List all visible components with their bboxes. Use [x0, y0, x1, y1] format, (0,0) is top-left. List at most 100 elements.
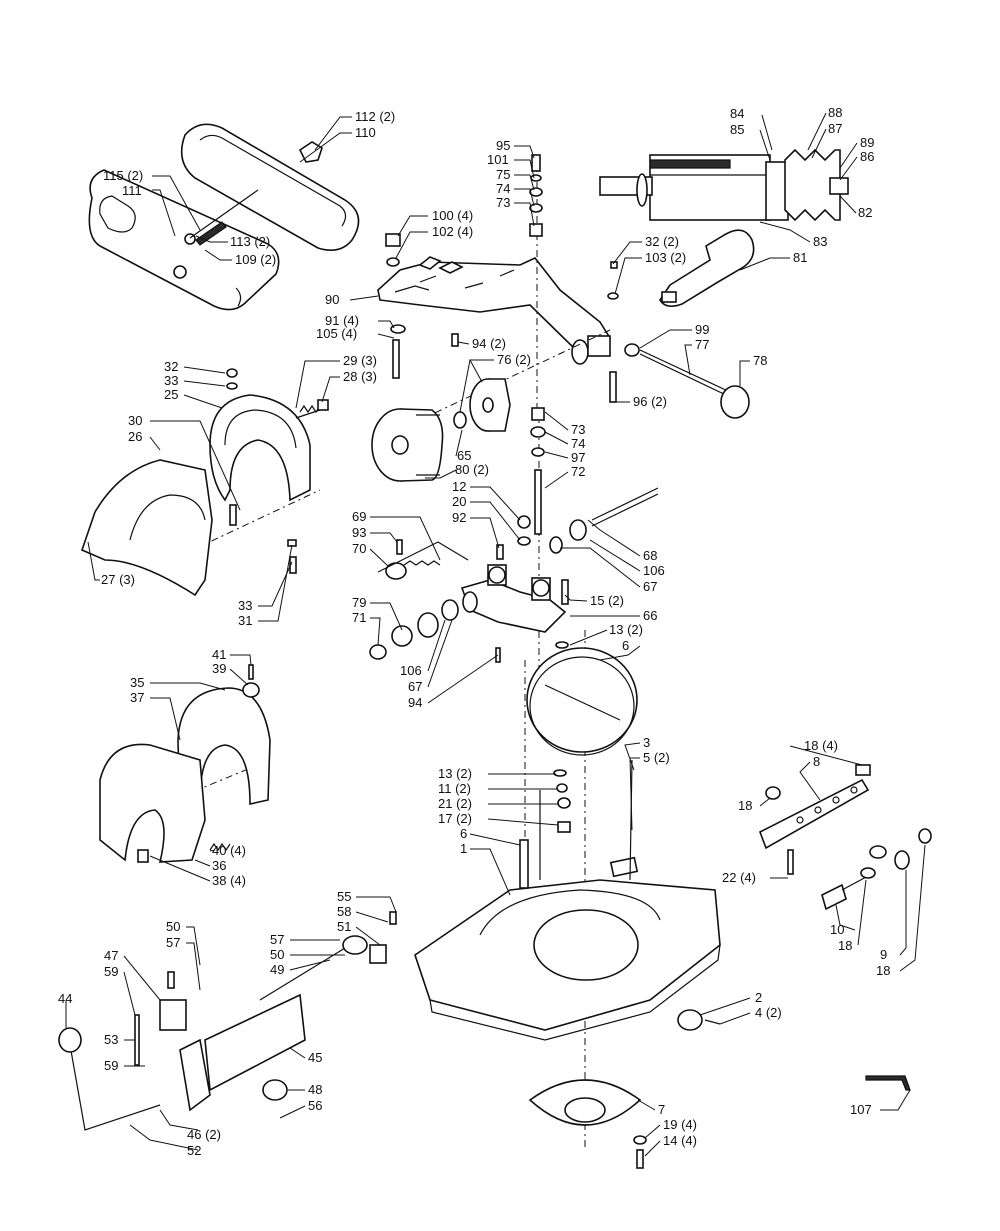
- label-109: 109 (2): [235, 252, 276, 267]
- tension-spring: [377, 539, 469, 580]
- label-105: 105 (4): [316, 326, 357, 341]
- leader-lines: [65, 112, 926, 1157]
- label-74-top: 74: [496, 181, 510, 196]
- label-28: 28 (3): [343, 369, 377, 384]
- label-57-right: 57: [270, 932, 284, 947]
- label-32-arm: 32 (2): [645, 234, 679, 249]
- label-20: 20: [452, 494, 466, 509]
- label-73-top: 73: [496, 195, 510, 210]
- label-71: 71: [352, 610, 366, 625]
- label-10: 10: [830, 922, 844, 937]
- label-115: 115 (2): [103, 168, 143, 183]
- hardware-stack-mid: [553, 769, 571, 833]
- base-column: [414, 759, 721, 1041]
- label-25: 25: [164, 387, 178, 402]
- label-67-right: 67: [643, 579, 657, 594]
- label-7: 7: [658, 1102, 665, 1117]
- label-97: 97: [571, 450, 585, 465]
- pulleys: [371, 378, 511, 482]
- label-59-bottom: 59: [104, 1058, 118, 1073]
- label-4: 4 (2): [755, 1005, 782, 1020]
- hardware-stack-top: [385, 154, 619, 403]
- label-79: 79: [352, 595, 366, 610]
- label-18-bolt: 18: [838, 938, 852, 953]
- label-111: 111: [122, 183, 142, 198]
- label-48: 48: [308, 1082, 322, 1097]
- label-90: 90: [325, 292, 339, 307]
- label-39: 39: [212, 661, 226, 676]
- label-55: 55: [337, 889, 351, 904]
- label-6-table: 6: [622, 638, 629, 653]
- label-52: 52: [187, 1143, 201, 1158]
- label-19: 19 (4): [663, 1117, 697, 1132]
- label-22: 22 (4): [722, 870, 756, 885]
- label-56: 56: [308, 1098, 322, 1113]
- label-95: 95: [496, 138, 510, 153]
- label-103: 103 (2): [645, 250, 686, 265]
- vertical-shaft: [530, 407, 546, 535]
- label-93: 93: [352, 525, 366, 540]
- label-57-left: 57: [166, 935, 180, 950]
- label-30: 30: [128, 413, 142, 428]
- label-2: 2: [755, 990, 762, 1005]
- label-76: 76 (2): [497, 352, 531, 367]
- label-102: 102 (4): [432, 224, 473, 239]
- label-13-lower: 13 (2): [438, 766, 472, 781]
- lower-wheel-guard: [99, 664, 271, 863]
- label-14: 14 (4): [663, 1133, 697, 1148]
- label-9: 9: [880, 947, 887, 962]
- label-99: 99: [695, 322, 709, 337]
- label-18-pin: 18: [876, 963, 890, 978]
- label-41: 41: [212, 647, 226, 662]
- label-5: 5 (2): [643, 750, 670, 765]
- label-46: 46 (2): [187, 1127, 221, 1142]
- miter-gauge: [58, 911, 397, 1131]
- label-53: 53: [104, 1032, 118, 1047]
- upper-wheel-guard: [81, 368, 329, 597]
- label-80: 80 (2): [455, 462, 489, 477]
- label-106-left: 106: [400, 663, 422, 678]
- label-106-right: 106: [643, 563, 665, 578]
- fence-bar: [759, 764, 932, 911]
- label-85: 85: [730, 122, 744, 137]
- label-66: 66: [643, 608, 657, 623]
- label-17: 17 (2): [438, 811, 472, 826]
- label-107: 107: [850, 1102, 872, 1117]
- label-77: 77: [695, 337, 709, 352]
- label-89: 89: [860, 135, 874, 150]
- label-18-left: 18: [738, 798, 752, 813]
- label-1: 1: [460, 841, 467, 856]
- label-73-mid: 73: [571, 422, 585, 437]
- label-70: 70: [352, 541, 366, 556]
- label-72: 72: [571, 464, 585, 479]
- label-32-guard: 32: [164, 359, 178, 374]
- worktable: [526, 647, 638, 756]
- lower-bearings: [369, 591, 478, 660]
- label-26: 26: [128, 429, 142, 444]
- label-82: 82: [858, 205, 872, 220]
- label-40: 40 (4): [212, 843, 246, 858]
- label-110: 110: [355, 125, 376, 140]
- label-33-guard: 33: [164, 373, 178, 388]
- part-labels: 112 (2) 110 115 (2) 111 113 (2) 109 (2) …: [58, 105, 890, 1158]
- label-31: 31: [238, 613, 252, 628]
- label-112: 112 (2): [355, 109, 395, 124]
- label-37: 37: [130, 690, 144, 705]
- label-3: 3: [643, 735, 650, 750]
- label-83: 83: [813, 234, 827, 249]
- label-29: 29 (3): [343, 353, 377, 368]
- label-88: 88: [828, 105, 842, 120]
- label-67-left: 67: [408, 679, 422, 694]
- label-96: 96 (2): [633, 394, 667, 409]
- parts-drawing: [58, 123, 932, 1169]
- label-68: 68: [643, 548, 657, 563]
- label-100: 100 (4): [432, 208, 473, 223]
- label-78: 78: [753, 353, 767, 368]
- label-59-top: 59: [104, 964, 118, 979]
- label-94-arm: 94 (2): [472, 336, 506, 351]
- label-21: 21 (2): [438, 796, 472, 811]
- label-27: 27 (3): [101, 572, 135, 587]
- label-15: 15 (2): [590, 593, 624, 608]
- label-75: 75: [496, 167, 510, 182]
